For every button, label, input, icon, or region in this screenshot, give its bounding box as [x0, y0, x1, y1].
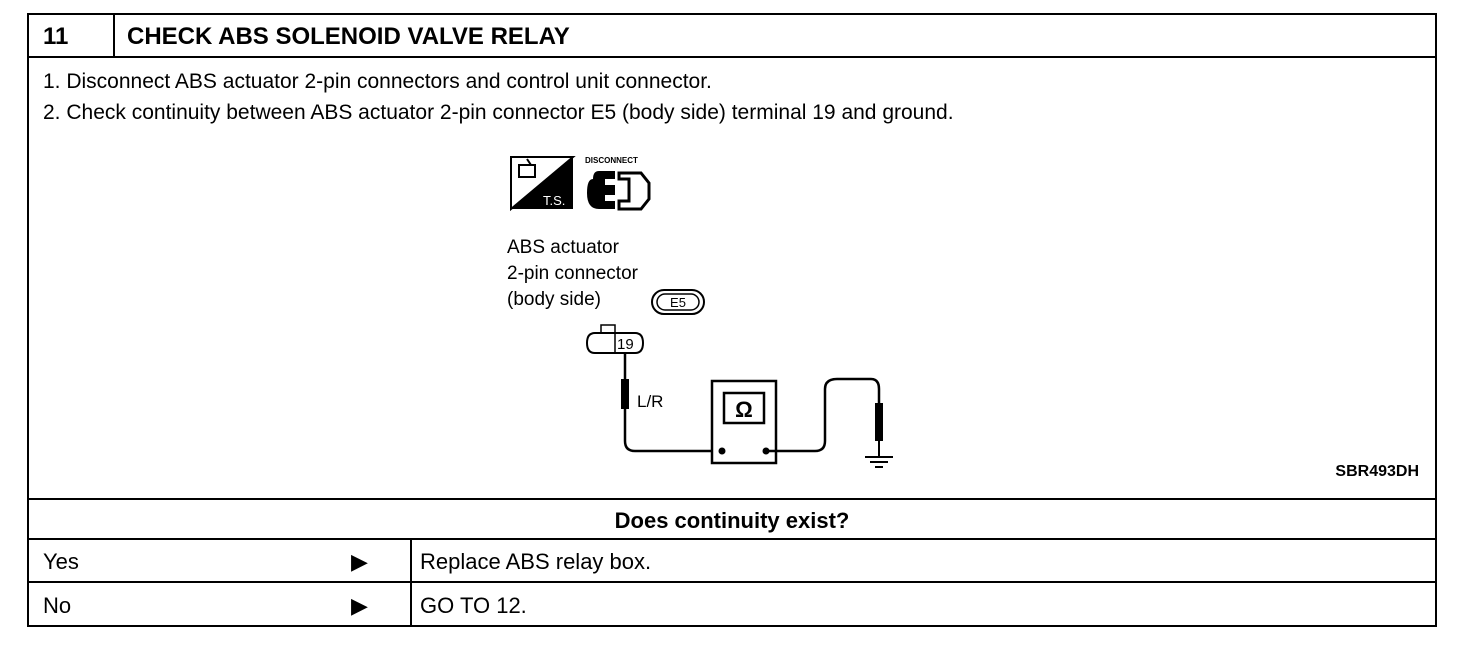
- answer-label-yes: Yes: [43, 549, 79, 574]
- ohmmeter: Ω: [710, 379, 778, 465]
- header-rule: [29, 56, 1435, 58]
- procedure-table: 11 CHECK ABS SOLENOID VALVE RELAY 1. Dis…: [27, 13, 1437, 627]
- question-top-rule: [29, 498, 1435, 500]
- probe-lead: [621, 379, 629, 409]
- terminal-number: 19: [617, 336, 634, 353]
- arrow-icon: ▶: [351, 549, 368, 574]
- connector-symbol: 19: [585, 324, 645, 354]
- answer-label-no: No: [43, 593, 72, 618]
- ground-icon: [865, 456, 893, 468]
- continuity-check-diagram: T.S. DISCONNECT ABS actuator 2-pin conne…: [507, 156, 893, 468]
- ohm-symbol: Ω: [735, 397, 753, 422]
- connector-id-badge: E5: [651, 289, 705, 315]
- instruction-2: 2. Check continuity between ABS actuator…: [43, 101, 954, 124]
- connector-id: E5: [670, 295, 686, 310]
- answer-mid-rule: [29, 581, 1435, 583]
- disconnect-icon: DISCONNECT: [585, 156, 651, 211]
- connector-label-3: (body side): [507, 289, 601, 310]
- question-text: Does continuity exist?: [614, 508, 850, 533]
- answer-action-no: GO TO 12.: [420, 593, 527, 618]
- step-title: CHECK ABS SOLENOID VALVE RELAY: [127, 23, 570, 50]
- figure-code: SBR493DH: [1335, 463, 1419, 480]
- ts-badge-text: T.S.: [543, 193, 565, 208]
- answer-action-yes: Replace ABS relay box.: [420, 549, 652, 574]
- ts-icon: T.S.: [510, 156, 576, 212]
- disconnect-label: DISCONNECT: [585, 156, 638, 165]
- connector-label-1: ABS actuator: [507, 237, 620, 258]
- answer-top-rule: [29, 538, 1435, 540]
- ground-probe: [875, 403, 883, 441]
- wire-color-label: L/R: [637, 392, 663, 411]
- header-divider: [113, 15, 115, 58]
- instruction-1: 1. Disconnect ABS actuator 2-pin connect…: [43, 70, 712, 93]
- step-number: 11: [43, 23, 69, 50]
- connector-label-2: 2-pin connector: [507, 263, 639, 284]
- arrow-icon: ▶: [351, 593, 368, 618]
